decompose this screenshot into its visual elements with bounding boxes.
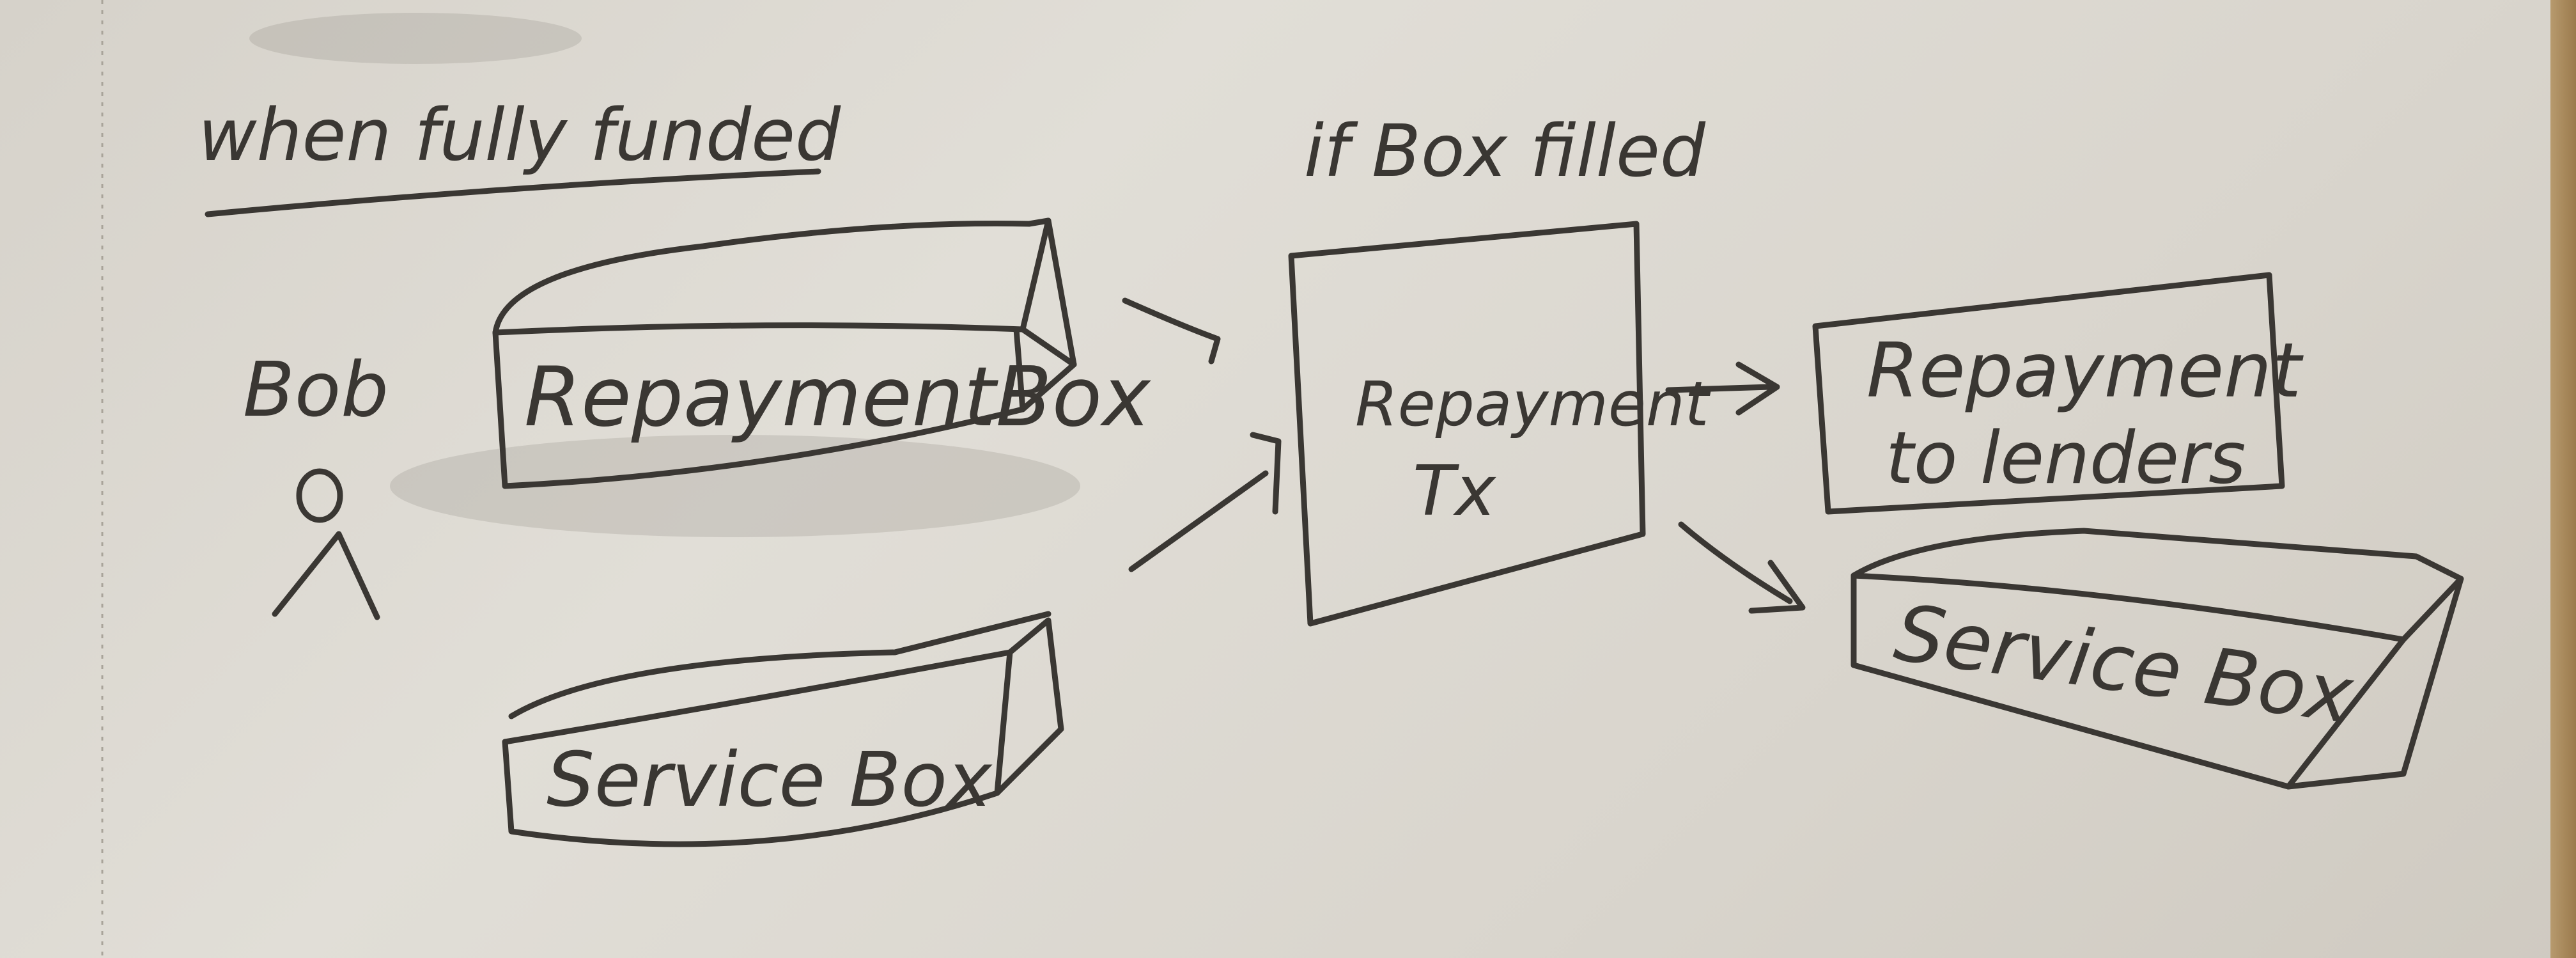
repayment-lenders-label-line1: Repayment — [1866, 326, 2304, 414]
service-box-right: Service Box — [1851, 528, 2464, 790]
condition-label: if Box filled — [1304, 110, 1706, 193]
repayment-tx-box: Repayment Tx — [1288, 221, 1711, 627]
heading-underline — [205, 168, 821, 217]
repayment-lenders-label-line2: to lenders — [1886, 417, 2246, 500]
repayment-to-lenders-box: Repayment to lenders — [1812, 272, 2304, 515]
arrowhead-icon — [1250, 432, 1282, 515]
repayment-tx-label-line1: Repayment — [1355, 368, 1711, 440]
arrow-icon — [1678, 521, 1793, 604]
pencil-smudge — [390, 435, 1080, 537]
arrow-icon — [1122, 297, 1221, 365]
heading-text: when fully funded — [198, 94, 841, 177]
repayment-box-label: RepaymentBox — [524, 350, 1151, 445]
stick-figure-icon — [272, 468, 380, 620]
arrow-icon — [1665, 384, 1774, 393]
arrowhead-icon — [1735, 361, 1780, 416]
service-box-left-label: Service Box — [547, 735, 993, 824]
arrow-icon — [1128, 470, 1269, 572]
service-box-right-label: Service Box — [1889, 587, 2359, 741]
pencil-smudge — [249, 13, 582, 64]
arrowhead-icon — [1748, 560, 1806, 614]
repayment-tx-label-line2: Tx — [1413, 452, 1496, 531]
actor-label: Bob — [243, 345, 389, 434]
service-box-left: Service Box — [502, 611, 1064, 847]
repayment-box: RepaymentBox — [492, 217, 1151, 489]
